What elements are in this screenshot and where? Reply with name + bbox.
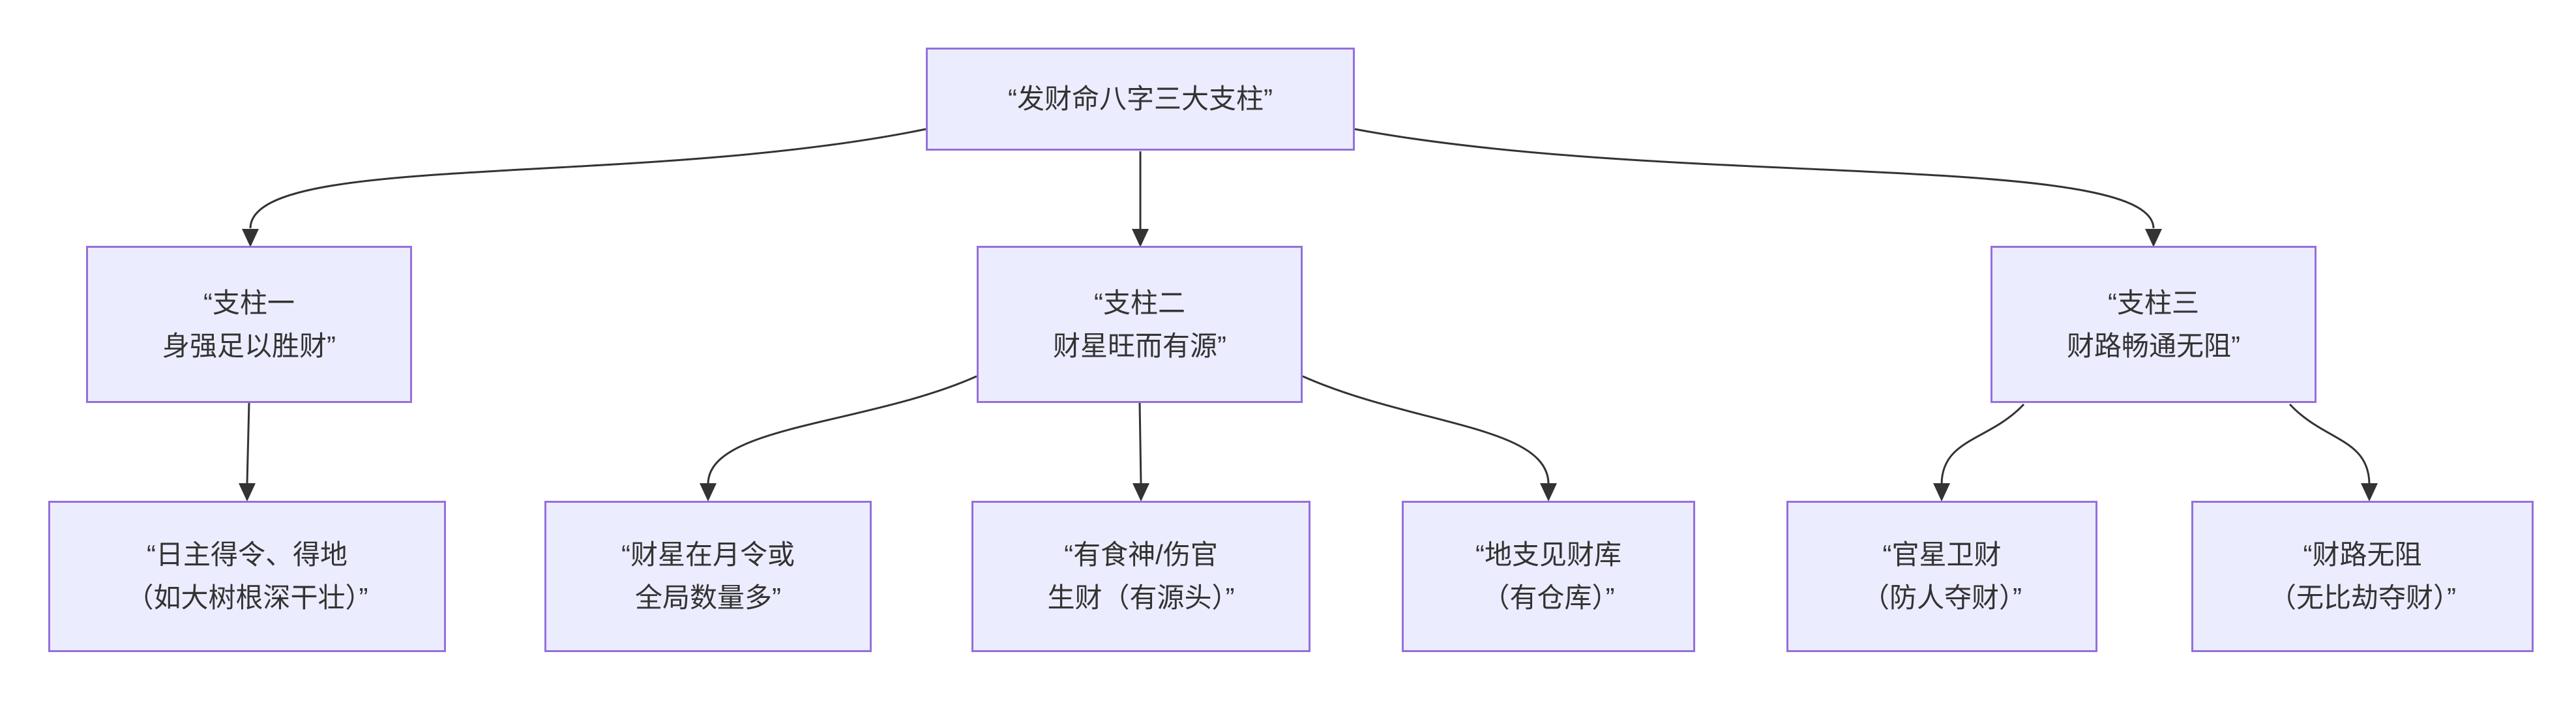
edge-pillar1-leaf1 [246, 402, 250, 485]
node-pillar2-label-line2: 财星旺而有源” [1053, 330, 1226, 361]
node-root-label: “发财命八字三大支柱” [1008, 83, 1273, 114]
node-pillar3: “支柱三 财路畅通无阻” [1991, 246, 2317, 403]
node-leaf5-label-line2: （防人夺财）” [1862, 582, 2022, 613]
node-pillar2: “支柱二 财星旺而有源” [977, 246, 1303, 403]
node-pillar3-label-line1: “支柱三 [2108, 287, 2199, 318]
node-leaf3-label-line1: “有食神/伤官 [1064, 539, 1218, 570]
node-leaf5-label-line1: “官星卫财 [1882, 539, 2002, 570]
node-pillar3-label-line2: 财路畅通无阻” [2067, 330, 2240, 361]
node-leaf1-label-line2: （如大树根深干壮）” [126, 582, 368, 613]
arrowhead-pillar1-leaf1 [239, 483, 256, 501]
node-leaf2-label-line1: “财星在月令或 [621, 539, 795, 570]
edge-pillar2-leaf2 [707, 375, 977, 485]
node-leaf4: “地支见财库 （有仓库）” [1402, 501, 1695, 652]
node-leaf3: “有食神/伤官 生财（有源头）” [971, 501, 1310, 652]
edge-root-pillar1 [249, 128, 926, 229]
node-leaf5: “官星卫财 （防人夺财）” [1786, 501, 2097, 652]
arrowhead-root-pillar3 [2145, 229, 2162, 247]
arrowhead-pillar3-leaf5 [1933, 483, 1950, 501]
node-leaf3-label-line2: 生财（有源头）” [1047, 582, 1235, 613]
edge-pillar2-leaf3 [1138, 402, 1142, 485]
node-leaf1-label-line1: “日主得令、得地 [147, 539, 348, 570]
arrowhead-pillar3-leaf6 [2361, 483, 2378, 501]
node-pillar1-label-line1: “支柱一 [203, 287, 295, 318]
arrowhead-pillar2-leaf2 [700, 483, 717, 501]
arrowhead-pillar2-leaf4 [1540, 483, 1557, 501]
node-root: “发财命八字三大支柱” [926, 48, 1355, 151]
node-leaf4-label-line1: “地支见财库 [1475, 539, 1621, 570]
node-leaf6: “财路无阻 （无比劫夺财）” [2191, 501, 2534, 652]
arrowhead-root-pillar2 [1132, 229, 1149, 247]
arrowhead-root-pillar1 [242, 229, 259, 247]
edge-root-pillar3 [1354, 128, 2155, 229]
arrowhead-pillar2-leaf3 [1133, 483, 1149, 501]
node-leaf2-label-line2: 全局数量多” [635, 582, 781, 613]
edge-pillar3-leaf6 [2288, 403, 2371, 485]
node-leaf6-label-line1: “财路无阻 [2303, 539, 2422, 570]
node-leaf6-label-line2: （无比劫夺财）” [2269, 582, 2456, 613]
node-pillar2-label-line1: “支柱二 [1094, 287, 1185, 318]
node-pillar1: “支柱一 身强足以胜财” [86, 246, 412, 403]
node-pillar1-label-line2: 身强足以胜财” [162, 330, 336, 361]
edge-pillar2-leaf4 [1302, 375, 1550, 485]
node-leaf2: “财星在月令或 全局数量多” [544, 501, 872, 652]
edge-pillar3-leaf5 [1940, 403, 2025, 485]
node-leaf1: “日主得令、得地 （如大树根深干壮）” [48, 501, 446, 652]
node-leaf4-label-line2: （有仓库）” [1482, 582, 1615, 613]
